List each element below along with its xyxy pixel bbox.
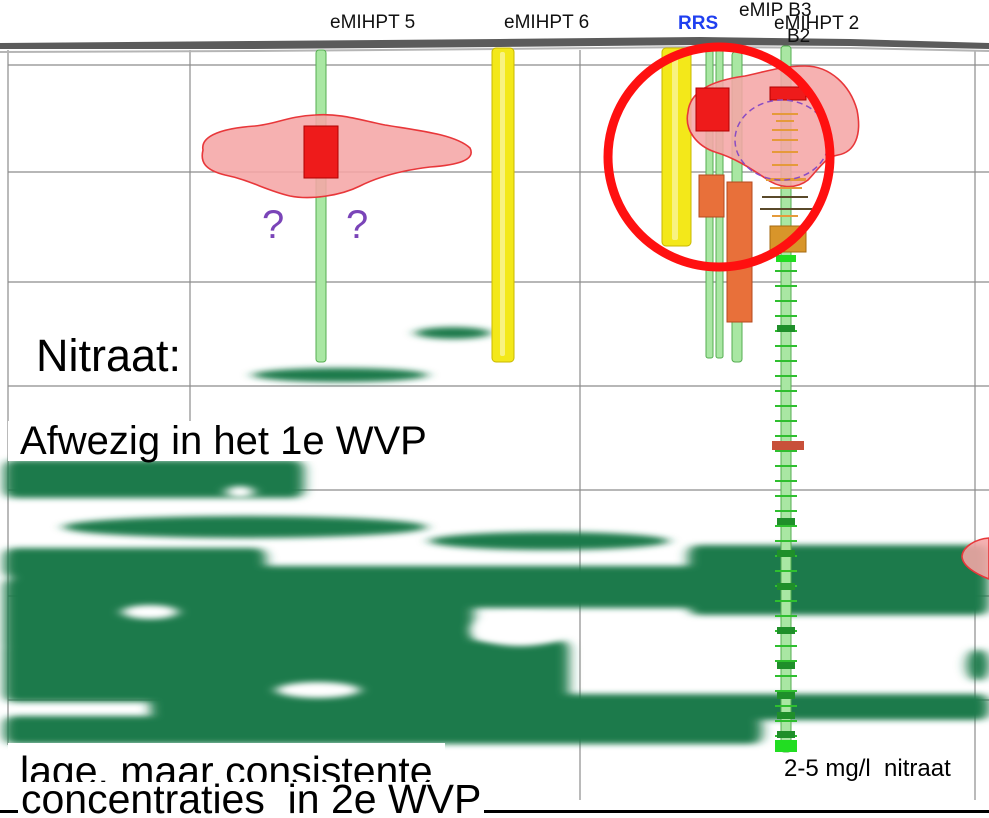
depth-tick	[775, 405, 797, 407]
depth-tick	[775, 540, 797, 542]
borehole-tube	[661, 47, 692, 247]
depth-tick	[777, 325, 795, 332]
elevated-segment	[698, 174, 725, 218]
highlight-circle	[603, 42, 835, 272]
depth-marker	[776, 255, 796, 262]
depth-tick	[775, 495, 797, 497]
borehole-labels: eMIHPT 5 eMIHPT 6 eMIP B3 RRS eMIHPT 2 B…	[330, 0, 859, 47]
depth-tick	[775, 435, 797, 437]
depth-tick	[775, 705, 797, 707]
measurement-label: 2-5 mg/l nitraat	[784, 755, 951, 782]
borehole-emihpt-6	[491, 47, 515, 363]
question-mark: ?	[346, 203, 368, 247]
nitrate-zone	[415, 327, 491, 339]
tube-highlight	[500, 52, 505, 356]
question-mark: ?	[262, 203, 284, 247]
second-aquifer-note-line-2: concentraties in 2e WVP	[18, 779, 485, 818]
nitrate-gap	[122, 605, 178, 619]
depth-tick	[775, 360, 797, 362]
nitrate-zone	[252, 368, 428, 382]
depth-marker	[772, 215, 798, 217]
nitrate-zone	[4, 548, 266, 578]
depth-ticks	[775, 270, 797, 738]
depth-marker	[762, 196, 808, 198]
nitrate-zone	[967, 649, 989, 681]
nitrate-zone	[63, 516, 427, 538]
depth-tick	[777, 712, 795, 719]
depth-tick	[775, 600, 797, 602]
depth-tick	[775, 465, 797, 467]
first-aquifer-note: Afwezig in het 1e WVP	[8, 421, 433, 461]
depth-marker	[772, 164, 798, 166]
depth-tick	[775, 645, 797, 647]
borehole-b2-markers	[760, 113, 812, 752]
depth-tick	[777, 692, 795, 699]
borehole-bottom	[775, 740, 797, 752]
depth-tick	[775, 390, 797, 392]
label-b2: B2	[787, 26, 810, 47]
depth-marker	[770, 187, 802, 189]
contaminated-segment	[695, 87, 730, 132]
label-emihpt-2: eMIHPT 2	[774, 13, 859, 34]
depth-tick	[777, 583, 795, 590]
nitrate-zone	[429, 532, 669, 550]
depth-marker	[772, 139, 798, 141]
label-rrs: RRS	[678, 13, 718, 34]
label-emihpt-5: eMIHPT 5	[330, 12, 415, 33]
bottom-rule	[0, 810, 989, 813]
nitrate-gap	[226, 486, 254, 498]
depth-tick	[775, 300, 797, 302]
depth-tick	[775, 525, 797, 527]
tube-highlight	[672, 52, 678, 240]
depth-tick	[775, 660, 797, 662]
depth-tick	[775, 675, 797, 677]
depth-tick	[775, 375, 797, 377]
depth-marker	[772, 113, 798, 115]
depth-tick	[775, 510, 797, 512]
label-emip-b3: eMIP B3	[739, 0, 812, 21]
nitraat-heading: Nitraat:	[36, 330, 182, 381]
borehole-tube	[315, 49, 327, 363]
borehole-emihpt-5	[315, 49, 327, 363]
depth-marker	[772, 129, 798, 131]
depth-tick	[775, 345, 797, 347]
depth-tick	[775, 570, 797, 572]
depth-tick	[775, 690, 797, 692]
depth-marker	[776, 120, 794, 122]
depth-tick	[775, 480, 797, 482]
depth-tick	[775, 315, 797, 317]
depth-tick	[777, 518, 795, 525]
depth-tick	[775, 615, 797, 617]
depth-tick	[775, 450, 797, 452]
depth-tick	[775, 420, 797, 422]
nitrate-zone	[4, 460, 304, 498]
nitrate-zone	[4, 578, 474, 653]
label-emihpt-6: eMIHPT 6	[504, 12, 589, 33]
depth-tick	[777, 731, 795, 738]
nitrate-zone	[4, 640, 569, 702]
depth-marker	[772, 151, 798, 153]
contamination-plume-edge	[961, 537, 989, 580]
depth-tick	[777, 550, 795, 557]
borehole-tube	[491, 47, 515, 363]
depth-tick	[777, 627, 795, 634]
nitrate-gap	[472, 614, 568, 646]
elevated-segment	[726, 181, 753, 323]
nitrate-gaps	[122, 486, 568, 698]
depth-marker	[760, 208, 812, 210]
depth-tick	[777, 662, 795, 669]
depth-tick	[775, 285, 797, 287]
ground-surface-shadow	[0, 45, 989, 53]
nitrate-zones	[4, 327, 989, 744]
depth-tick	[775, 720, 797, 722]
nitrate-zone	[688, 545, 989, 615]
depth-tick	[775, 270, 797, 272]
nitrate-zone	[4, 716, 762, 744]
nitrate-gap	[276, 682, 360, 698]
ground-surface-line	[0, 37, 989, 49]
depth-segment	[772, 441, 804, 450]
contaminated-segment	[303, 125, 339, 179]
